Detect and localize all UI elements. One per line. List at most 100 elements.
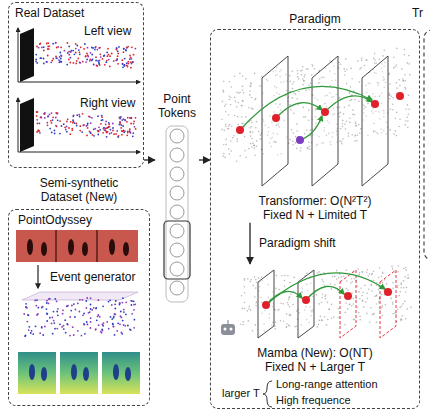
point-dot bbox=[39, 132, 41, 134]
point-dot bbox=[250, 279, 252, 281]
point-dot bbox=[328, 309, 330, 311]
point-dot bbox=[122, 130, 124, 132]
point-dot bbox=[308, 141, 310, 143]
point-dot bbox=[102, 132, 104, 134]
point-dot bbox=[48, 298, 50, 300]
point-dot bbox=[403, 268, 405, 270]
point-dot bbox=[96, 65, 98, 67]
video-strip bbox=[16, 230, 138, 262]
point-dot bbox=[79, 62, 81, 64]
point-dot bbox=[68, 46, 70, 48]
point-dot bbox=[389, 98, 391, 100]
point-dot bbox=[85, 55, 87, 57]
point-dot bbox=[291, 129, 293, 131]
point-dot bbox=[357, 134, 359, 136]
point-dot bbox=[236, 160, 238, 162]
point-dot bbox=[133, 54, 135, 56]
point-dot bbox=[228, 148, 230, 150]
point-dot bbox=[356, 140, 358, 142]
point-dot bbox=[75, 52, 77, 54]
point-dot bbox=[351, 278, 353, 280]
point-dot bbox=[339, 107, 341, 109]
point-dot bbox=[242, 75, 244, 77]
point-dot bbox=[125, 120, 127, 122]
point-dot bbox=[126, 134, 128, 136]
point-dot bbox=[296, 296, 298, 298]
flow-arrow bbox=[144, 159, 155, 160]
point-dot bbox=[119, 323, 121, 325]
point-dot bbox=[298, 91, 300, 93]
point-dot bbox=[278, 289, 280, 291]
point-dot bbox=[95, 60, 97, 62]
point-dot bbox=[408, 277, 410, 279]
point-dot bbox=[405, 120, 407, 122]
point-dot bbox=[381, 276, 383, 278]
point-dot bbox=[67, 42, 69, 44]
point-dot bbox=[389, 83, 391, 85]
annotation-label: Long-range attention bbox=[276, 378, 378, 391]
point-dot bbox=[61, 55, 63, 57]
point-dot bbox=[254, 145, 256, 147]
point-dot bbox=[93, 128, 95, 130]
point-dot bbox=[236, 106, 238, 108]
point-dot bbox=[108, 54, 110, 56]
point-dot bbox=[43, 63, 45, 65]
point-dot bbox=[373, 58, 375, 60]
point-dot bbox=[308, 109, 310, 111]
point-dot bbox=[350, 86, 352, 88]
point-dot bbox=[36, 62, 38, 64]
point-dot bbox=[396, 64, 398, 66]
point-dot bbox=[123, 51, 125, 53]
point-dot bbox=[113, 326, 115, 328]
point-dot bbox=[312, 65, 314, 67]
point-dot bbox=[123, 118, 125, 120]
point-dot bbox=[118, 135, 120, 137]
point-dot bbox=[350, 282, 352, 284]
point-dot bbox=[69, 316, 71, 318]
point-dot bbox=[292, 304, 294, 306]
point-dot bbox=[95, 46, 97, 48]
point-dot bbox=[405, 269, 407, 271]
point-dot bbox=[300, 74, 302, 76]
point-dot bbox=[230, 150, 232, 152]
point-dot bbox=[53, 322, 55, 324]
point-dot bbox=[98, 131, 100, 133]
point-dot bbox=[242, 100, 244, 102]
point-dot bbox=[78, 49, 80, 51]
point-dot bbox=[39, 122, 41, 124]
point-dot bbox=[254, 276, 256, 278]
point-dot bbox=[281, 275, 283, 277]
point-dot bbox=[333, 316, 335, 318]
point-dot bbox=[132, 135, 134, 137]
point-dot bbox=[90, 327, 92, 329]
point-dot bbox=[132, 132, 134, 134]
point-dot bbox=[250, 83, 252, 85]
point-dot bbox=[300, 147, 302, 149]
point-dot bbox=[134, 126, 136, 128]
point-dot bbox=[242, 89, 244, 91]
point-dot bbox=[50, 120, 52, 122]
point-dot bbox=[82, 61, 84, 63]
point-dot bbox=[293, 112, 295, 114]
next-panel bbox=[424, 30, 430, 260]
point-dot bbox=[389, 94, 391, 96]
point-dot bbox=[28, 329, 30, 331]
point-dot bbox=[404, 124, 406, 126]
point-dot bbox=[351, 305, 353, 307]
point-dot bbox=[382, 282, 384, 284]
point-dot bbox=[404, 54, 406, 56]
point-dot bbox=[60, 55, 62, 57]
point-dot bbox=[340, 112, 342, 114]
point-dot bbox=[342, 123, 344, 125]
point-dot bbox=[46, 122, 48, 124]
point-dot bbox=[83, 323, 85, 325]
point-dot bbox=[119, 302, 121, 304]
point-dot bbox=[336, 278, 338, 280]
point-dot bbox=[388, 92, 390, 94]
point-dot bbox=[130, 123, 132, 125]
point-dot bbox=[134, 319, 136, 321]
event-plot bbox=[18, 98, 140, 152]
point-dot bbox=[358, 100, 360, 102]
point-dot bbox=[397, 287, 399, 289]
point-dot bbox=[407, 278, 409, 280]
